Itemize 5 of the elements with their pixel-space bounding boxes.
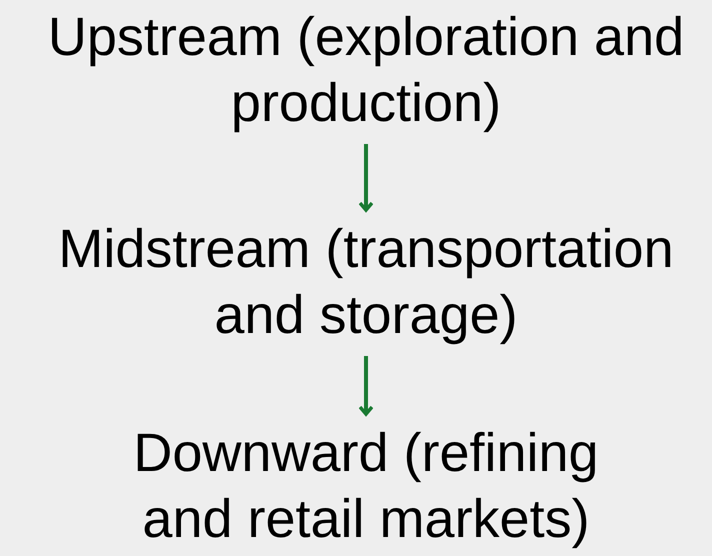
stage-label: Midstream (transportation and storage) xyxy=(57,218,675,347)
arrow xyxy=(358,356,374,416)
stage-label: Downward (refining and retail markets) xyxy=(132,422,600,551)
arrow xyxy=(358,144,374,212)
stage-label: Upstream (exploration and production) xyxy=(46,6,686,135)
